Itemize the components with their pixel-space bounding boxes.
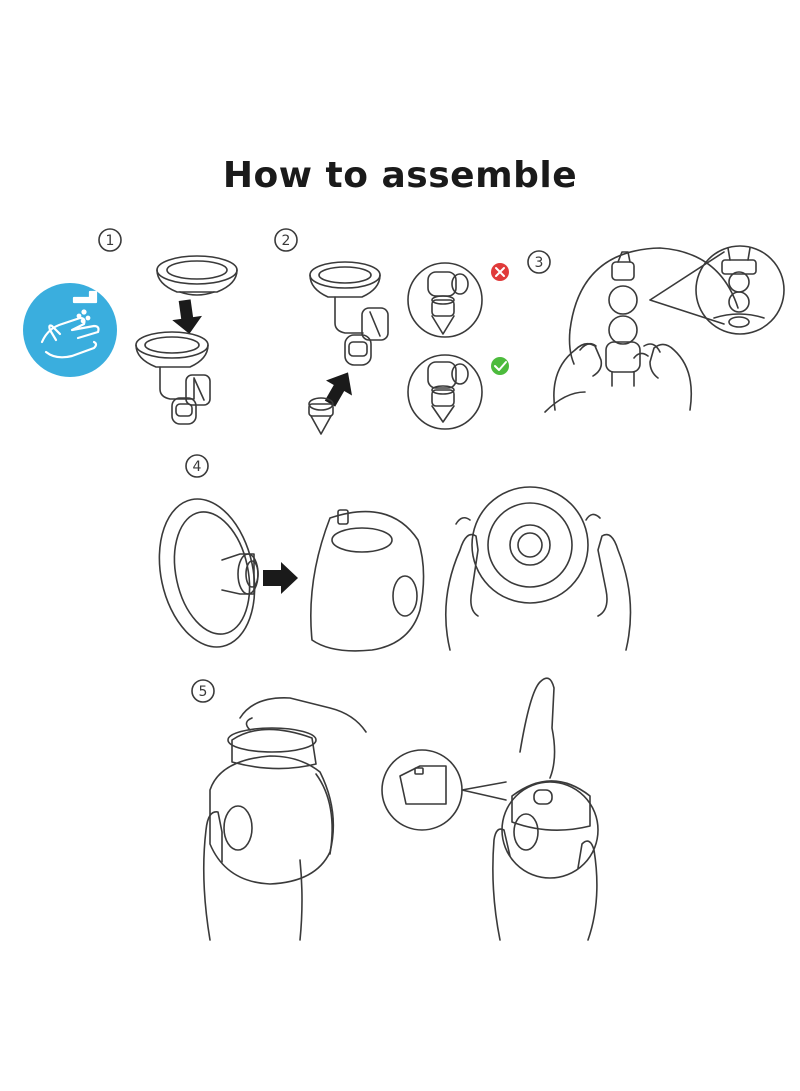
svg-text:4: 4	[193, 459, 202, 475]
down-arrow	[172, 299, 202, 334]
step-3: 3	[527, 245, 785, 413]
page-title: How to assemble	[222, 155, 578, 196]
valve-part	[308, 397, 334, 435]
step-number-4: 4	[185, 454, 209, 478]
step-1: 1	[23, 228, 238, 425]
connector-part	[135, 331, 211, 425]
step-4: 4	[158, 454, 632, 652]
step-5: 5	[191, 677, 599, 941]
shield-flange	[158, 498, 259, 648]
step-2: 2	[274, 228, 509, 435]
svg-text:1: 1	[106, 233, 115, 249]
step-number-1: 1	[98, 228, 122, 252]
correct-mark-icon	[491, 357, 509, 375]
svg-text:3: 3	[535, 255, 544, 271]
press-motor-view	[492, 677, 599, 941]
step-number-5: 5	[191, 679, 215, 703]
connector-assembly	[309, 261, 389, 366]
pump-insert-view	[544, 247, 739, 413]
zoom-callout	[649, 245, 785, 335]
svg-text:2: 2	[282, 233, 291, 249]
step-number-3: 3	[527, 250, 551, 274]
flange-part	[156, 255, 238, 296]
hand-wash-icon	[23, 283, 117, 377]
pump-body	[310, 509, 425, 652]
motor-callout	[381, 749, 507, 831]
wrong-detail	[407, 262, 483, 338]
right-arrow	[263, 562, 298, 594]
up-arrow	[324, 372, 352, 407]
svg-text:5: 5	[199, 684, 208, 700]
step-number-2: 2	[274, 228, 298, 252]
wrong-mark-icon	[491, 263, 509, 281]
shield-fitted-view	[444, 486, 632, 651]
correct-detail	[407, 354, 483, 430]
attach-motor-view	[202, 697, 367, 941]
